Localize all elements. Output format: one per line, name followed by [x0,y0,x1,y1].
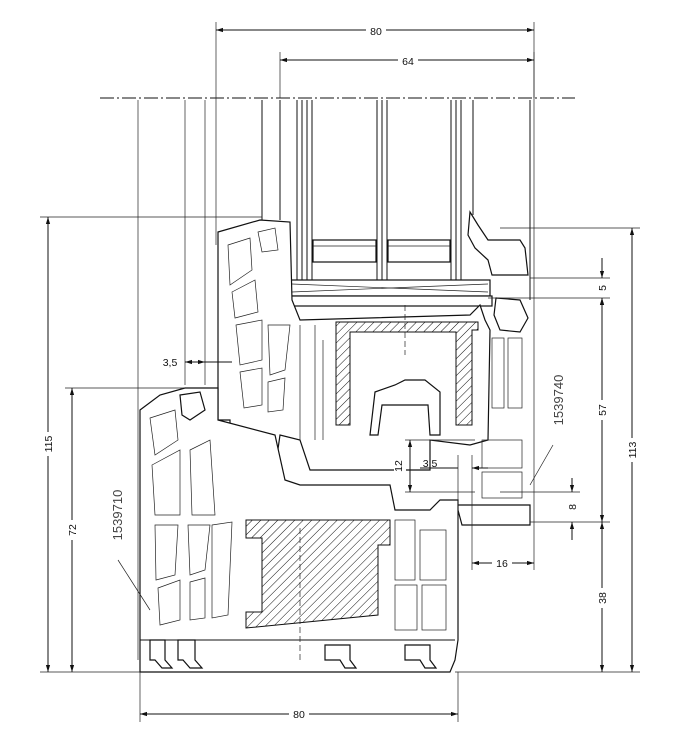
spacer-right [387,239,451,263]
dim-3-5-left: 3,5 [163,357,178,369]
spacer-left [312,239,377,263]
dim-bottom-80: 80 [293,709,305,721]
dim-57: 57 [597,404,609,416]
glazing-bridge [281,295,493,307]
dim-5: 5 [597,285,609,291]
dim-64: 64 [402,56,414,68]
frame-reinforcement [245,519,391,629]
dim-115: 115 [43,435,55,452]
frame-code: 1539710 [110,490,125,541]
sash-code: 1539740 [551,375,566,426]
glass-unit [100,22,575,660]
dim-72: 72 [67,524,79,536]
dim-3-5-inner: 3,5 [423,458,438,470]
dim-113: 113 [627,441,639,458]
dim-38: 38 [597,592,609,604]
sash-profile [217,210,529,499]
profile-codes: 1539710 1539740 [110,375,566,541]
dim-8: 8 [567,504,579,510]
sash-reinforcement [335,321,479,426]
dim-12: 12 [393,460,405,472]
dim-16: 16 [496,558,508,570]
glass-panes [261,100,531,300]
dim-top-80: 80 [370,26,382,38]
frame-profile [139,305,531,673]
dimension-labels: 80 64 3,5 115 72 113 57 5 8 38 12 3,5 16… [40,23,640,721]
